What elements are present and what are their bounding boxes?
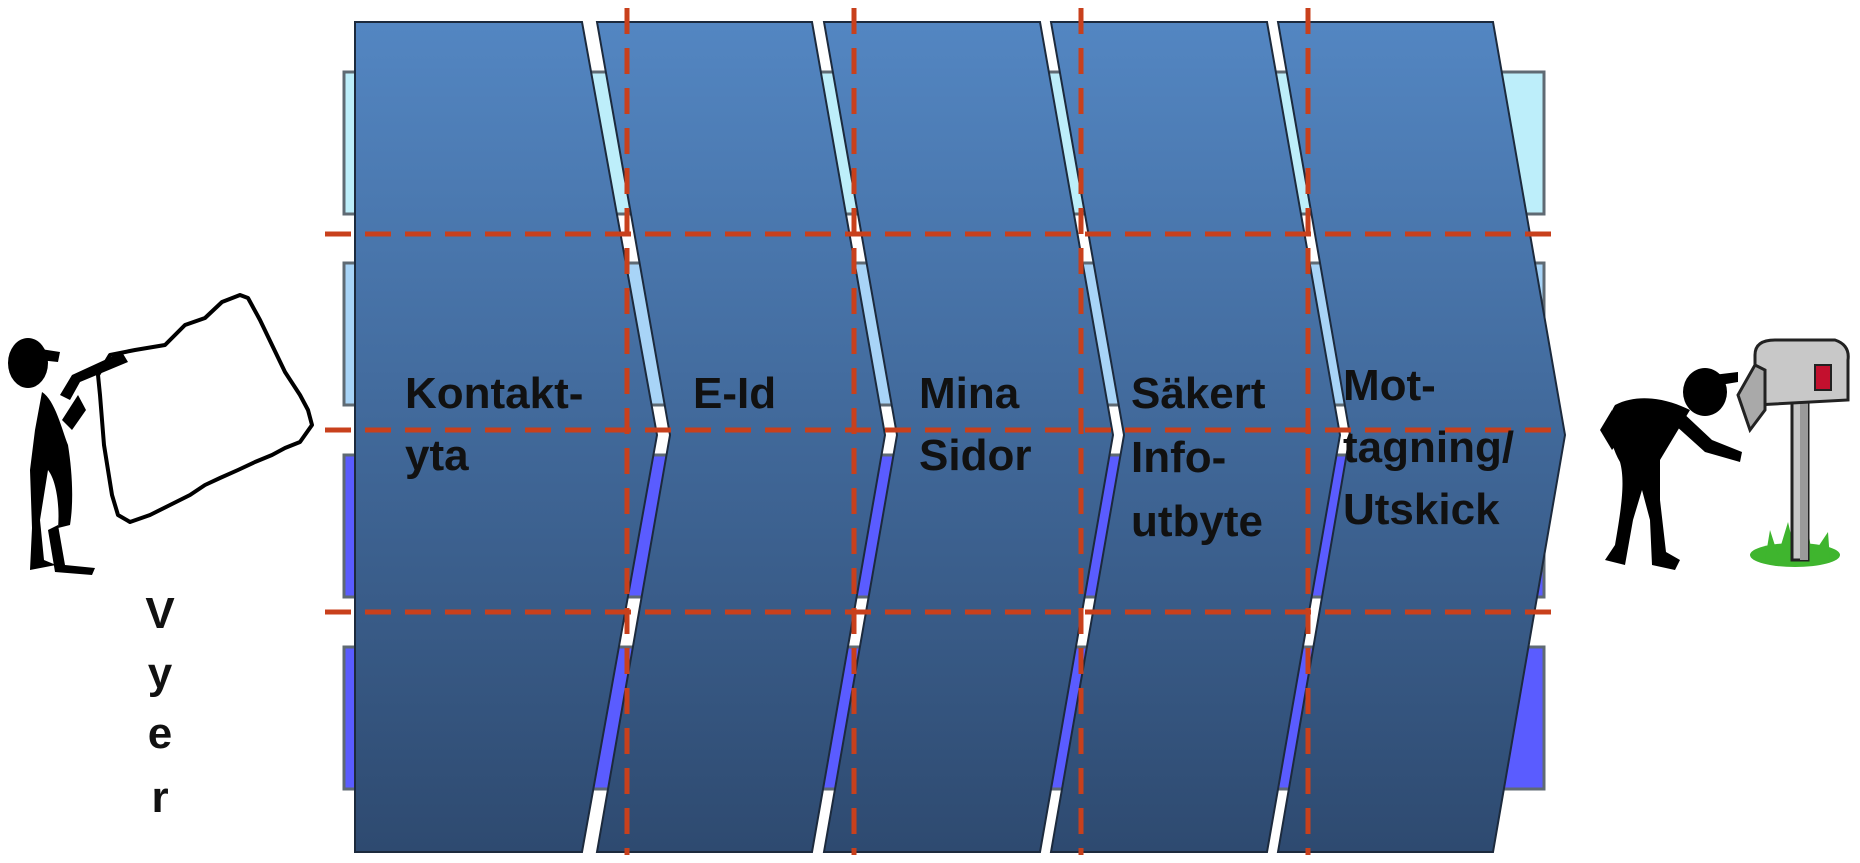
stage-label-line: Sidor — [919, 431, 1031, 480]
mailbox-body — [1753, 338, 1850, 407]
stage-label-line: Mot- — [1343, 361, 1436, 410]
vertical-label-letter: r — [151, 773, 168, 822]
stage-label-kontaktyta: Kontakt- yta — [405, 369, 596, 480]
figure-arm — [1675, 410, 1742, 462]
figure-cap — [15, 345, 60, 362]
stage-label-line: E-Id — [693, 369, 776, 418]
mailbox-door — [1736, 363, 1767, 434]
stage-label-line: yta — [405, 431, 469, 480]
stage-label-mina-sidor: Mina Sidor — [919, 369, 1031, 480]
mailbox-post-shadow — [1800, 395, 1808, 560]
person-at-mailbox-icon — [1600, 338, 1850, 570]
stage-label-eid: E-Id — [693, 369, 776, 418]
vertical-label: V y e r — [145, 589, 175, 822]
stage-label-sakert-infoutbyte: Säkert Info- utbyte — [1131, 369, 1278, 546]
person-holding-sign-icon — [8, 293, 314, 575]
figure-arm-up — [60, 352, 128, 400]
figure-body — [30, 392, 73, 570]
vertical-label-letter: y — [148, 649, 173, 698]
figure-arm — [62, 395, 86, 430]
dashed-grid — [325, 8, 1565, 855]
figure-cap — [1688, 372, 1738, 390]
chevron-eid — [595, 21, 887, 853]
stage-label-line: tagning/ — [1343, 423, 1514, 472]
vertical-label-letter: V — [145, 589, 175, 638]
figure-body — [1605, 398, 1690, 570]
figure-head — [8, 338, 48, 388]
stage-label-line: Utskick — [1343, 485, 1500, 534]
figure-back-arm — [1600, 410, 1620, 450]
stage-label-line: Info- — [1131, 433, 1226, 482]
chevron-row — [354, 21, 1567, 853]
stage-label-mottagning-utskick: Mot- tagning/ Utskick — [1343, 361, 1526, 534]
stage-label-line: utbyte — [1131, 497, 1263, 546]
stage-labels: Kontakt- yta E-Id Mina Sidor Säkert Info… — [405, 361, 1526, 546]
grass-blades — [1765, 522, 1830, 560]
chevron-kontaktyta — [354, 21, 659, 853]
chevron-mina-sidor — [822, 21, 1115, 853]
sign-board — [96, 293, 314, 524]
chevron-mottagning-utskick — [1276, 21, 1567, 853]
stage-label-line: Kontakt- — [405, 369, 583, 418]
figure-leg — [48, 525, 95, 575]
mailbox-flag — [1814, 364, 1832, 391]
stage-label-line: Mina — [919, 369, 1020, 418]
vertical-label-letter: e — [148, 709, 172, 758]
chevron-sakert-infoutbyte — [1049, 21, 1342, 853]
stage-label-line: Säkert — [1131, 369, 1266, 418]
